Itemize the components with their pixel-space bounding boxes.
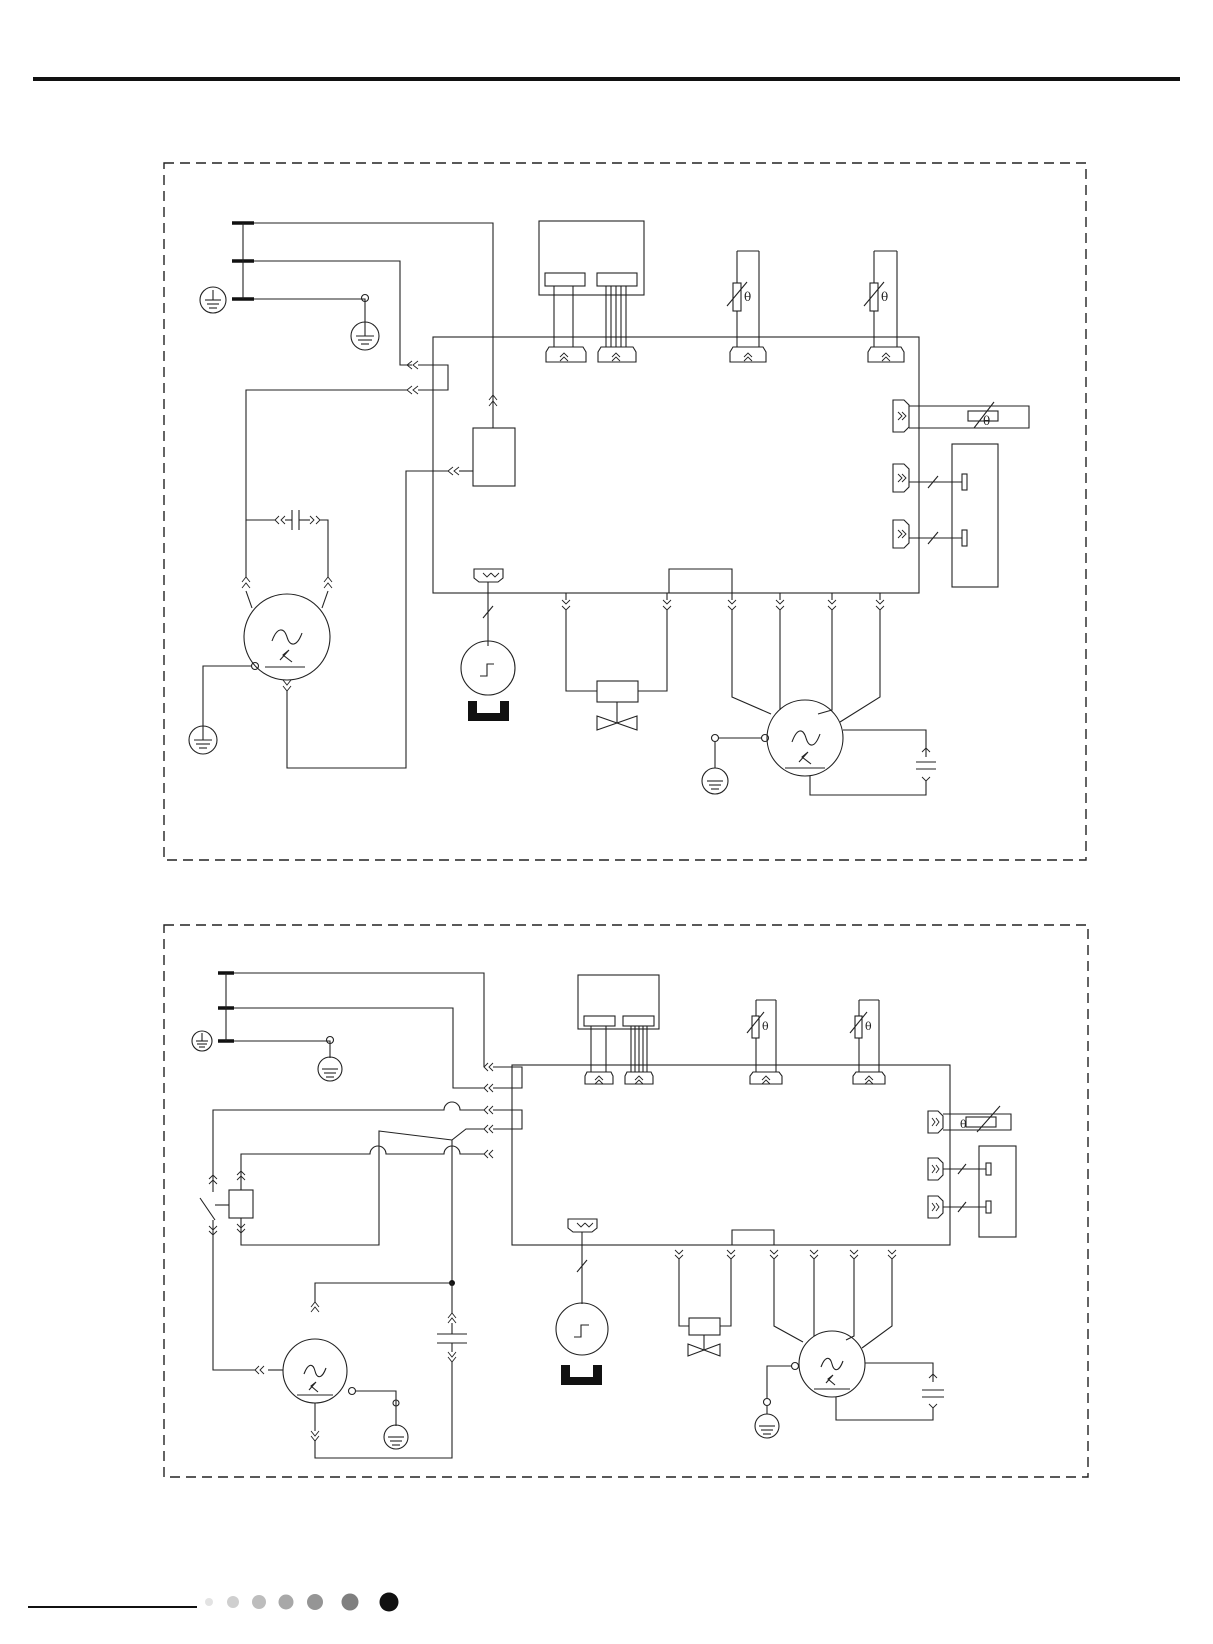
- connector: [562, 600, 884, 610]
- svg-text:θ: θ: [881, 290, 888, 304]
- connector: [893, 464, 967, 492]
- relay-icon: [200, 1169, 253, 1236]
- page-indicator-dot: [252, 1595, 266, 1609]
- ground-icon: [349, 1388, 409, 1450]
- compressor-icon: [799, 1331, 865, 1397]
- main-board: [433, 337, 919, 593]
- capacitor-icon: [315, 1283, 467, 1458]
- ground-icon: [200, 287, 226, 313]
- sensor-panel: [979, 1146, 1016, 1237]
- connector: [448, 467, 459, 475]
- thermistor-icon: θ: [850, 1000, 885, 1084]
- swing-motor-icon: [461, 641, 515, 721]
- capacitor-icon: [836, 1363, 944, 1420]
- page-indicator-dot: [307, 1594, 323, 1610]
- wiring-diagram-1: θ θ θ: [164, 163, 1086, 860]
- fan-motor-icon: [268, 1339, 347, 1403]
- sensor-panel: [952, 444, 998, 587]
- svg-text:θ: θ: [865, 1020, 872, 1033]
- connector: [474, 569, 503, 582]
- terminal-block: [218, 973, 234, 1041]
- compressor-icon: [767, 700, 843, 776]
- fan-motor-icon: [244, 591, 330, 680]
- connector: [675, 1250, 896, 1259]
- main-board: [512, 1065, 950, 1245]
- svg-text:θ: θ: [744, 290, 751, 304]
- ground-icon: [755, 1363, 799, 1439]
- connector: [598, 347, 636, 362]
- page-indicator-dots: [205, 1593, 399, 1612]
- capacitor-icon: [810, 730, 936, 795]
- ground-icon: [702, 735, 769, 795]
- diagram-frame: [164, 163, 1086, 860]
- display-board: [578, 975, 659, 1029]
- wiring-diagram-2: θ θ θ: [164, 925, 1088, 1477]
- thermistor-icon: θ: [727, 251, 766, 362]
- ground-icon: [192, 1031, 212, 1051]
- connector: [928, 1158, 991, 1180]
- connector: [585, 1072, 613, 1084]
- valve-icon: [566, 610, 667, 730]
- thermistor-icon: θ: [928, 1106, 1011, 1133]
- connector: [893, 520, 967, 548]
- connector: [568, 1219, 597, 1232]
- page-indicator-dot: [227, 1596, 239, 1608]
- connector: [928, 1196, 991, 1218]
- ground-icon: [189, 663, 259, 755]
- capacitor-icon: [246, 510, 328, 577]
- valve-icon: [679, 1259, 731, 1356]
- connector: [407, 361, 448, 394]
- ground-icon: [318, 1037, 342, 1082]
- terminal-block: [232, 223, 254, 299]
- page-indicator-dot: [279, 1595, 294, 1610]
- page-indicator-dot: [380, 1593, 399, 1612]
- svg-text:θ: θ: [960, 1118, 967, 1131]
- footer: [28, 1593, 399, 1612]
- display-board: [539, 221, 644, 295]
- connector: [484, 1063, 522, 1158]
- svg-text:θ: θ: [983, 414, 990, 428]
- page-indicator-dot: [205, 1598, 213, 1606]
- swing-motor-icon: [556, 1303, 608, 1385]
- thermistor-icon: θ: [747, 1000, 782, 1084]
- svg-text:θ: θ: [762, 1020, 769, 1033]
- page-indicator-dot: [342, 1594, 359, 1611]
- thermistor-icon: θ: [864, 251, 904, 362]
- connector: [625, 1072, 653, 1084]
- thermistor-icon: θ: [893, 400, 1029, 432]
- connector: [546, 347, 586, 362]
- relay-box: [473, 428, 515, 486]
